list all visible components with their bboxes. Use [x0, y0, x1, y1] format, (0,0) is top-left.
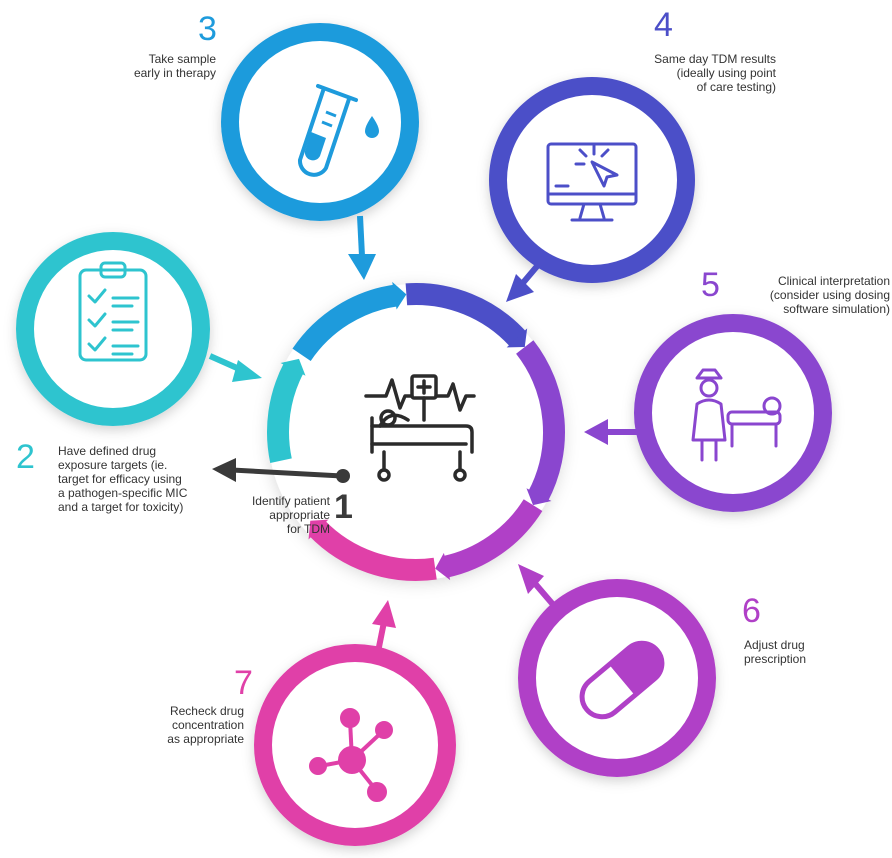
step5-circle: [634, 314, 832, 512]
step6-number: 6: [742, 592, 761, 630]
step6-label: Adjust drug prescription: [744, 638, 807, 666]
step5-number: 5: [701, 266, 720, 304]
cycle-ring: [267, 281, 565, 581]
arrow-step2: [208, 353, 262, 382]
step7-number: 7: [234, 664, 253, 702]
step6-circle: [518, 579, 716, 777]
flow-arrows: [208, 215, 640, 653]
ring-segment-purple-arrowhead: [526, 488, 552, 506]
step1-number: 1: [334, 488, 353, 526]
central-circle: [268, 284, 564, 580]
test-tube-drop-icon: [298, 84, 379, 177]
arrow-step3: [348, 215, 376, 280]
ring-segment-teal-arrowhead: [280, 358, 306, 376]
arrow-step4: [506, 256, 547, 302]
arrow-step7: [372, 600, 396, 653]
step4-number: 4: [654, 6, 673, 44]
step1-label: Identify patient appropriate for TDM: [251, 494, 330, 536]
step4-label: Same day TDM results (ideally using poin…: [654, 52, 776, 94]
capsule-pill-icon: [579, 640, 665, 720]
hospital-bed-heartbeat-icon: [364, 374, 476, 482]
arrow-step1: [212, 458, 350, 483]
ring-segment-pink-arrowhead: [308, 519, 329, 540]
arrow-step5: [584, 419, 640, 445]
step3-label: Take sample early in therapy: [133, 52, 216, 80]
ring-segment-magenta: [442, 499, 543, 578]
ring-segment-indigo: [405, 283, 527, 348]
nurse-patient-bed-icon: [691, 368, 782, 462]
step5-label: Clinical interpretation (consider using …: [769, 274, 890, 316]
ring-segment-indigo-arrowhead: [506, 328, 528, 348]
step2-number: 2: [16, 438, 35, 476]
clipboard-checklist-icon: [78, 261, 148, 362]
step3-number: 3: [198, 10, 217, 48]
molecule-icon: [309, 708, 393, 802]
ring-segment-pink: [308, 520, 437, 581]
computer-monitor-click-icon: [546, 142, 638, 222]
step4-circle: [489, 77, 695, 283]
step2-circle: [16, 232, 210, 426]
ring-segment-teal: [267, 362, 304, 463]
ring-segment-magenta-arrowhead: [435, 552, 451, 581]
ring-segment-purple: [515, 340, 565, 502]
arrow-step6: [518, 564, 559, 610]
step7-label: Recheck drug concentration as appropriat…: [167, 704, 244, 746]
ring-segment-blue: [292, 284, 399, 362]
step2-label: Have defined drug exposure targets (ie. …: [58, 444, 188, 514]
step7-circle: [254, 644, 456, 846]
step3-circle: [221, 23, 419, 221]
ring-segment-blue-arrowhead: [392, 281, 407, 310]
